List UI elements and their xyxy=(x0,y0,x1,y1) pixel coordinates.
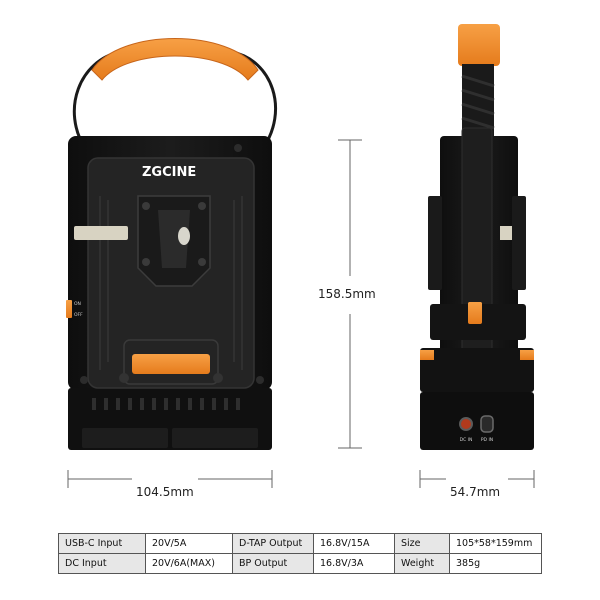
width-dimension xyxy=(67,470,273,488)
braid-pattern xyxy=(461,74,495,142)
spec-value: 20V/5A xyxy=(145,533,233,554)
side-lower-block xyxy=(420,348,534,392)
dc-in-label: DC IN xyxy=(460,437,473,443)
spec-key: Size xyxy=(394,533,450,554)
dc-in-port xyxy=(459,417,473,431)
spec-value: 105*58*159mm xyxy=(449,533,542,554)
spec-key: USB-C Input xyxy=(58,533,146,554)
screw-icon xyxy=(80,376,88,384)
front-view: ZGCINE ON OFF xyxy=(66,38,278,450)
side-latch xyxy=(74,226,128,240)
usb-c-port xyxy=(480,415,494,433)
handle-grip xyxy=(91,38,259,81)
handle-cap xyxy=(458,24,500,66)
side-left-clip xyxy=(428,196,442,290)
screw-icon xyxy=(142,202,150,210)
plate-ribs xyxy=(99,196,243,370)
spec-value: 16.8V/15A xyxy=(313,533,395,554)
spec-key: D-TAP Output xyxy=(232,533,314,554)
brand-logo: ZGCINE xyxy=(142,165,196,180)
switch-on-label: ON xyxy=(74,301,81,307)
side-lever-left xyxy=(420,350,434,360)
port-panel xyxy=(420,392,534,450)
spec-value: 16.8V/3A xyxy=(313,553,395,574)
front-foot-left xyxy=(82,428,168,448)
pd-in-label: PD IN xyxy=(481,437,493,443)
side-latch-edge xyxy=(500,226,512,240)
depth-label: 54.7mm xyxy=(450,485,501,499)
side-lever-right xyxy=(520,350,534,360)
screw-icon xyxy=(198,258,206,266)
screw-icon xyxy=(213,373,223,383)
spec-key: BP Output xyxy=(232,553,314,574)
v-mount-slot xyxy=(158,210,190,268)
width-label: 104.5mm xyxy=(136,485,194,499)
front-vents xyxy=(92,398,240,410)
spec-value: 385g xyxy=(449,553,542,574)
side-right-clip xyxy=(512,196,526,290)
side-view: DC IN PD IN xyxy=(420,24,534,450)
spec-value: 20V/6A(MAX) xyxy=(145,553,233,574)
release-button xyxy=(178,227,190,245)
screw-icon xyxy=(256,376,264,384)
height-label: 158.5mm xyxy=(318,287,376,301)
screw-icon xyxy=(142,258,150,266)
switch-off-label: OFF xyxy=(74,312,83,318)
spec-key: DC Input xyxy=(58,553,146,574)
power-switch xyxy=(66,300,72,318)
spec-row: DC Input 20V/6A(MAX) BP Output 16.8V/3A … xyxy=(58,553,542,574)
screw-icon xyxy=(198,202,206,210)
front-foot-right xyxy=(172,428,258,448)
spec-key: Weight xyxy=(394,553,450,574)
side-switch-front xyxy=(468,302,482,324)
spec-table: USB-C Input 20V/5A D-TAP Output 16.8V/15… xyxy=(58,533,542,574)
spec-row: USB-C Input 20V/5A D-TAP Output 16.8V/15… xyxy=(58,533,542,554)
release-lever xyxy=(132,354,210,374)
height-dimension xyxy=(338,139,362,449)
lever-frame xyxy=(123,339,219,385)
screw-icon xyxy=(119,373,129,383)
depth-dimension xyxy=(419,470,535,488)
screw-icon xyxy=(234,144,242,152)
